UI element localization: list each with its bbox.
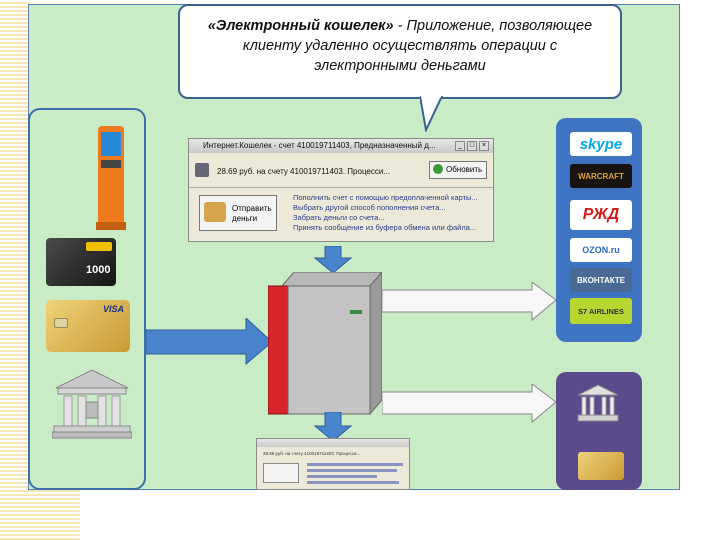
arrow-right-to-bank [382, 384, 557, 424]
wallet-icon [195, 163, 209, 177]
bank-building-icon-small [577, 384, 619, 422]
visa-card-brand: VISA [102, 304, 124, 314]
decorative-stripes [0, 0, 30, 540]
ozon-logo[interactable]: OZON.ru [570, 238, 632, 262]
wallet-actions-list: Пополнить счет с помощью предоплаченной … [293, 193, 478, 233]
prepaid-card-amount: 1000 [86, 264, 111, 276]
wallet-window-title: Интернет.Кошелек - счет 410019711403, Пр… [189, 139, 493, 153]
topup-card-link[interactable]: Пополнить счет с помощью предоплаченной … [293, 193, 478, 202]
refresh-icon [433, 164, 443, 174]
visa-card-icon-small [578, 452, 624, 480]
prepaid-card-icon: 1000 [46, 238, 116, 286]
small-window-balance: 28.69 руб. на счету 410019711403. Процес… [263, 451, 361, 456]
wallet-balance: 28.69 руб. на счету 410019711403. Процес… [217, 167, 391, 176]
window-controls: _ □ × [455, 141, 489, 151]
small-link-line [307, 481, 399, 484]
callout-title: «Электронный кошелек» [207, 18, 394, 34]
maximize-button[interactable]: □ [467, 141, 477, 151]
skype-logo[interactable]: skype [570, 132, 632, 156]
close-button[interactable]: × [479, 141, 489, 151]
small-link-line [307, 463, 403, 466]
send-money-icon [204, 202, 226, 222]
callout-bubble: «Электронный кошелек» - Приложение, позв… [178, 4, 622, 99]
s7-airlines-logo[interactable]: S7 AIRLINES [570, 298, 632, 324]
minimize-button[interactable]: _ [455, 141, 465, 151]
arrow-right-incoming [146, 318, 273, 366]
small-window-title [257, 439, 409, 447]
wallet-app-window: Интернет.Кошелек - счет 410019711403, Пр… [188, 138, 494, 242]
arrow-down-bottom [314, 412, 352, 442]
small-send-button[interactable] [263, 463, 299, 483]
arrow-down-top [314, 246, 352, 274]
vkontakte-logo[interactable]: ВКОНТАКТЕ [570, 268, 632, 292]
send-money-button[interactable]: Отправить деньги [199, 195, 277, 231]
arrow-right-to-services [382, 282, 557, 322]
accept-message-link[interactable]: Принять сообщение из буфера обмена или ф… [293, 223, 477, 232]
send-money-label-1: Отправить [232, 204, 272, 213]
send-money-label-2: деньги [232, 214, 258, 223]
refresh-button[interactable]: Обновить [429, 161, 487, 179]
callout-text: - Приложение, позволяющее клиенту удален… [242, 18, 593, 74]
window-divider [189, 187, 493, 188]
small-link-line [307, 475, 377, 478]
refresh-label: Обновить [446, 165, 483, 174]
payment-server-icon [268, 272, 382, 416]
wallet-app-window-small: 28.69 руб. на счету 410019711403. Процес… [256, 438, 410, 490]
bank-building-icon [52, 369, 132, 439]
visa-card-icon: VISA [46, 300, 130, 352]
rzd-logo[interactable]: РЖД [570, 200, 632, 230]
withdraw-link[interactable]: Забрать деньги со счета... [293, 213, 385, 222]
small-link-line [307, 469, 397, 472]
callout-tail [420, 96, 444, 132]
topup-other-link[interactable]: Выбрать другой способ пополнения счета..… [293, 203, 446, 212]
payment-terminal-icon [96, 126, 126, 230]
warcraft-logo[interactable]: WARCRAFT [570, 164, 632, 188]
decorative-stripes-bottom [0, 490, 80, 540]
